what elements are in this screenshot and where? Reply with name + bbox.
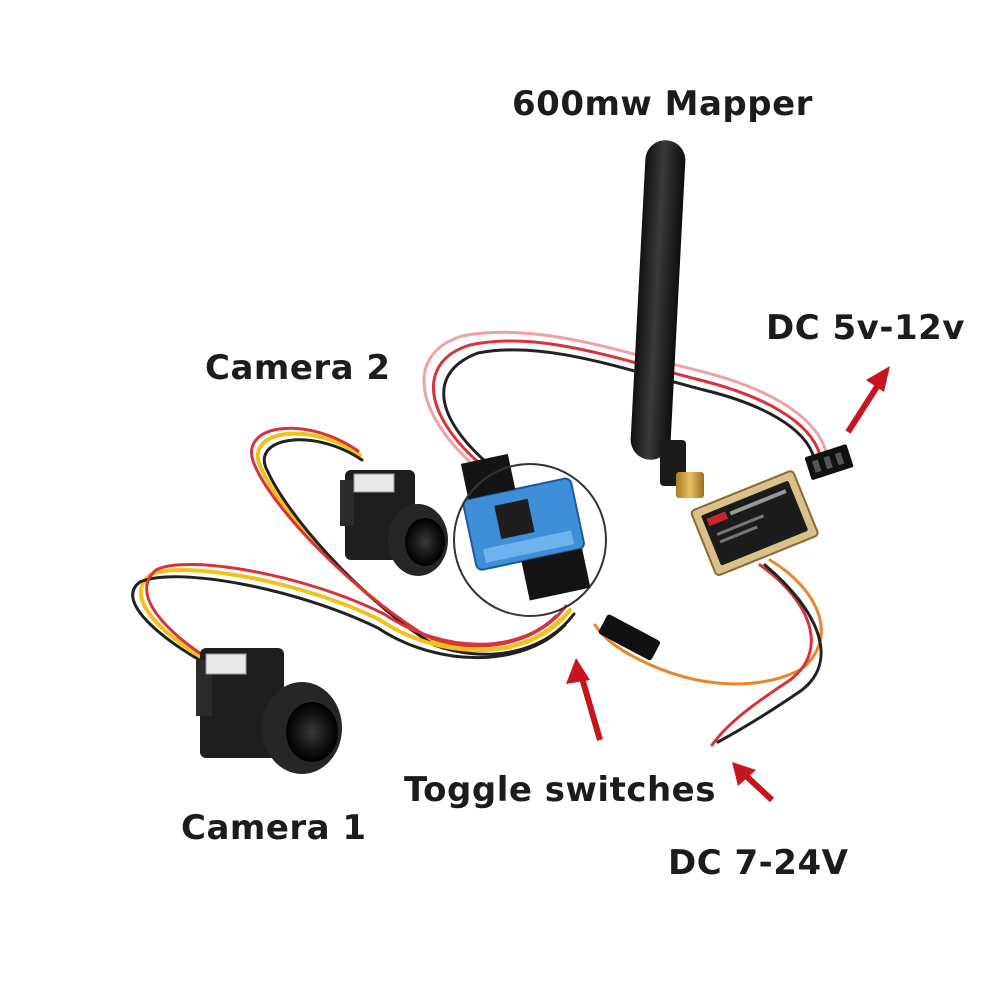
transmitter-module [690,470,819,576]
camera2-wire-black [262,438,576,656]
bottom-wire-red [710,563,813,747]
arrows [566,366,890,803]
inline-connector [598,614,661,661]
arrow-toggle-icon [566,658,603,741]
camera1-wire-red [145,563,558,663]
top-wire-pink [422,330,828,464]
camera-2 [340,470,448,576]
antenna [630,140,704,498]
top-wire-black [442,348,816,464]
bottom-wire-black [716,563,823,744]
dc-high-label: DC 7-24V [668,843,849,883]
camera1-wire-yellow [138,568,562,667]
bottom-wire-orange [593,558,823,686]
top-wire-red [432,339,822,464]
camera1-label: Camera 1 [181,808,367,848]
dc-low-label: DC 5v-12v [766,308,965,348]
dc-low-connector [804,444,854,480]
camera-1 [196,648,342,774]
camera2-label: Camera 2 [205,348,391,388]
arrow-dc-low-icon [845,366,890,434]
switch-board [460,453,591,601]
camera1-wire-black [131,575,567,672]
toggle-label: Toggle switches [404,770,716,810]
toggle-highlight-circle [453,463,607,617]
wire-bundle [131,330,828,747]
mapper-label: 600mw Mapper [512,84,813,124]
arrow-dc-high-icon [732,762,775,803]
